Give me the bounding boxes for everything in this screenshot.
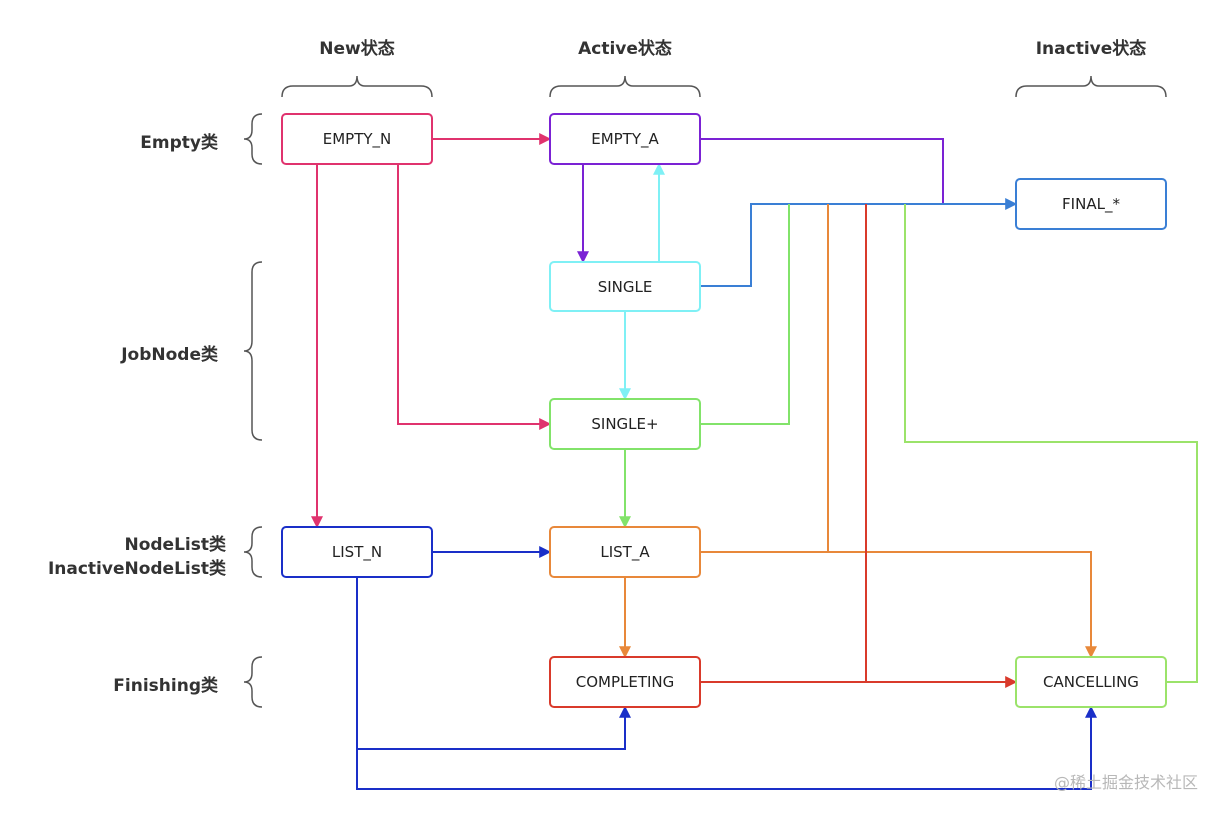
node-list-n: LIST_N: [281, 526, 433, 578]
row-brace-nodelist: [243, 526, 263, 578]
edge-list-n-to-cancelling: [356, 705, 1097, 790]
column-label-active: Active状态: [578, 38, 672, 59]
node-completing-label: COMPLETING: [576, 673, 675, 691]
edge-empty-n-to-single-plus: [397, 164, 552, 430]
row-label-nodelist: NodeList类: [124, 534, 227, 555]
edge-list-a-to-final: [700, 204, 829, 553]
node-single-plus: SINGLE+: [549, 398, 701, 450]
row-label-jobnode: JobNode类: [120, 344, 219, 365]
node-final: FINAL_*: [1015, 178, 1167, 230]
column-label-inactive: Inactive状态: [1036, 38, 1147, 59]
row-label-inactivenodelist: InactiveNodeList类: [48, 558, 227, 579]
column-label-new: New状态: [319, 38, 394, 59]
node-final-label: FINAL_*: [1062, 195, 1120, 214]
node-list-n-label: LIST_N: [332, 543, 382, 562]
edge-single-to-final: [700, 198, 1018, 287]
column-brace-new: [281, 75, 433, 98]
node-empty-a: EMPTY_A: [549, 113, 701, 165]
node-cancelling: CANCELLING: [1015, 656, 1167, 708]
row-brace-empty: [243, 113, 263, 165]
node-cancelling-label: CANCELLING: [1043, 673, 1139, 691]
node-completing: COMPLETING: [549, 656, 701, 708]
column-brace-inactive: [1015, 75, 1167, 98]
watermark: @稀土掘金技术社区: [1054, 773, 1198, 792]
node-empty-n: EMPTY_N: [281, 113, 433, 165]
node-single-label: SINGLE: [598, 278, 653, 296]
node-list-a: LIST_A: [549, 526, 701, 578]
node-single: SINGLE: [549, 261, 701, 312]
node-empty-n-label: EMPTY_N: [323, 130, 392, 149]
node-list-a-label: LIST_A: [600, 543, 650, 562]
node-single-plus-label: SINGLE+: [591, 415, 658, 433]
edge-list-a-to-cancelling: [700, 551, 1097, 659]
edge-list-n-to-completing: [356, 577, 631, 750]
edge-single-plus-to-final: [700, 204, 790, 425]
edges: [311, 133, 1198, 790]
row-label-finishing: Finishing类: [113, 675, 219, 696]
edge-cancelling-to-final: [904, 204, 1198, 683]
row-brace-jobnode: [243, 261, 263, 441]
node-empty-a-label: EMPTY_A: [591, 130, 659, 149]
column-brace-active: [549, 75, 701, 98]
edge-empty-a-to-final: [700, 138, 944, 204]
row-label-empty: Empty类: [140, 132, 219, 153]
row-brace-finishing: [243, 656, 263, 708]
